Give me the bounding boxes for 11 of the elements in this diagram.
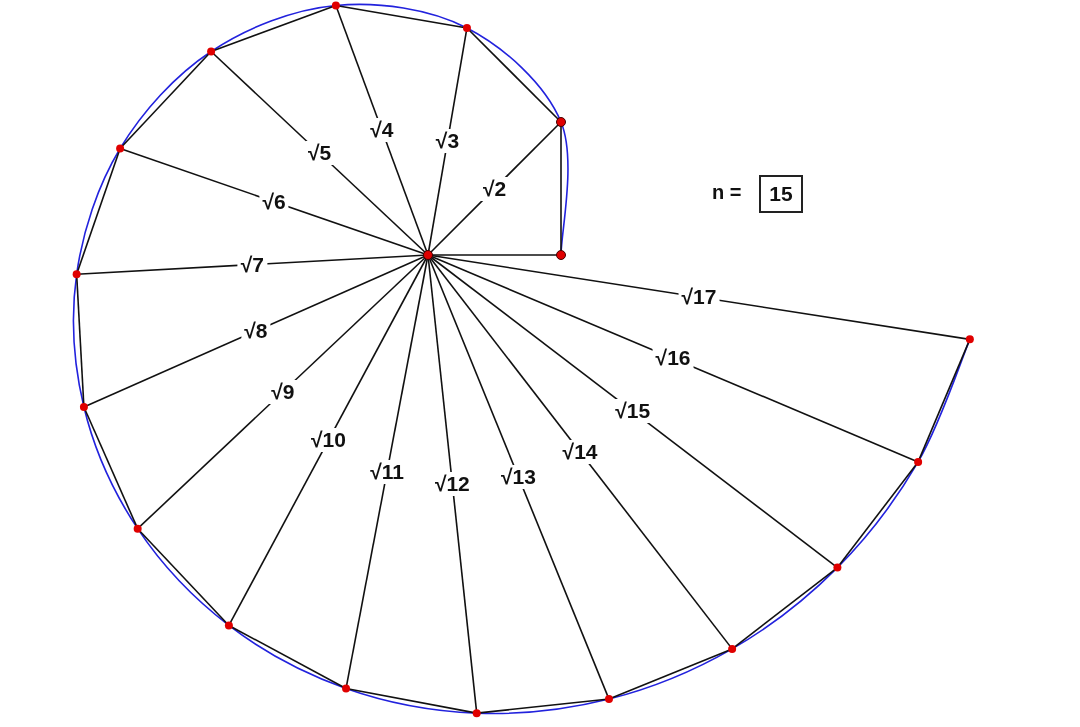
length-label: √2	[479, 176, 510, 201]
variable-label: n =	[712, 181, 742, 204]
length-label: √5	[304, 141, 335, 166]
length-label: √11	[367, 459, 407, 484]
length-label: √4	[367, 118, 397, 143]
value-box: 15	[759, 175, 803, 213]
length-label: √10	[308, 428, 349, 453]
length-label: √16	[652, 346, 694, 371]
length-label: √9	[268, 379, 298, 404]
length-label: √13	[498, 465, 539, 490]
length-label: √14	[559, 439, 601, 464]
